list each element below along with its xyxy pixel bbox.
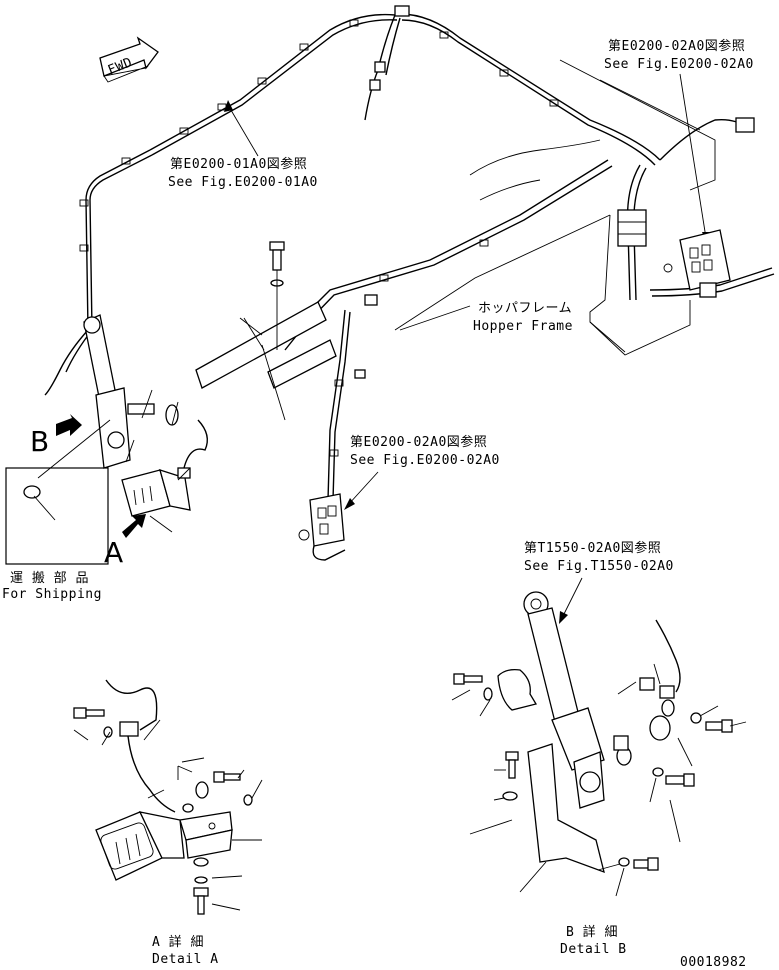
ref-t1550-02a0-jp: 第T1550-02A0図参照 <box>524 540 661 556</box>
detail-a: A 詳 細 Detail A <box>73 679 263 967</box>
marker-b-label: B <box>30 425 49 458</box>
drawing-number: 00018982 <box>680 955 747 970</box>
ref-e0200-02a0-top: 第E0200-02A0図参照 See Fig.E0200-02A0 <box>604 38 754 244</box>
fwd-arrow: FWD <box>99 36 159 83</box>
shipping-label-en: For Shipping <box>2 587 102 602</box>
svg-text:See Fig.E0200-02A0: See Fig.E0200-02A0 <box>350 453 500 468</box>
cylinder-b <box>83 314 179 469</box>
top-connectors <box>354 5 410 379</box>
relay-box-top <box>617 117 755 298</box>
ref-e0200-02a0-top-jp: 第E0200-02A0図参照 <box>608 38 745 54</box>
detail-b: B 詳 細 Detail B <box>451 591 747 957</box>
relay-box-mid <box>298 493 346 561</box>
ref-t1550-02a0-en: See Fig.T1550-02A0 <box>524 559 674 574</box>
marker-b: B <box>30 414 82 458</box>
ref-e0200-01a0-en: See Fig.E0200-01A0 <box>168 175 318 190</box>
detail-b-label-en: Detail B <box>560 942 627 957</box>
hopper-frame-label: ホッパフレーム Hopper Frame <box>399 301 573 334</box>
for-shipping-panel: 運 搬 部 品 For Shipping <box>2 419 111 602</box>
ref-e0200-02a0-mid: 第E0200-02A0図参照 See Fig.E0200-02A0 <box>344 434 500 510</box>
harness-frame <box>44 13 775 501</box>
ref-e0200-02a0-top-en: See Fig.E0200-02A0 <box>604 57 754 72</box>
ref-t1550-02a0: 第T1550-02A0図参照 See Fig.T1550-02A0 <box>524 540 674 624</box>
leaders-main <box>125 317 263 533</box>
detail-b-label-jp: B 詳 細 <box>566 924 618 940</box>
hopper-frame-label-jp: ホッパフレーム <box>478 301 572 316</box>
bar-bolt <box>269 241 285 350</box>
ref-e0200-01a0: 第E0200-01A0図参照 See Fig.E0200-01A0 <box>168 100 318 190</box>
detail-a-label-en: Detail A <box>152 952 219 967</box>
ref-e0200-01a0-jp: 第E0200-01A0図参照 <box>170 156 307 172</box>
ref-e0200-02a0-mid-jp: 第E0200-02A0図参照 <box>350 434 487 450</box>
detail-a-label-jp: A 詳 細 <box>152 934 204 950</box>
work-lamp-main <box>121 419 208 517</box>
shipping-label-jp: 運 搬 部 品 <box>10 571 89 586</box>
lamp-mount-bar <box>195 301 337 421</box>
hopper-frame-label-en: Hopper Frame <box>473 319 573 334</box>
marker-a-label: A <box>104 536 123 569</box>
marker-a: A <box>104 514 146 569</box>
hopper-frame <box>394 59 716 356</box>
